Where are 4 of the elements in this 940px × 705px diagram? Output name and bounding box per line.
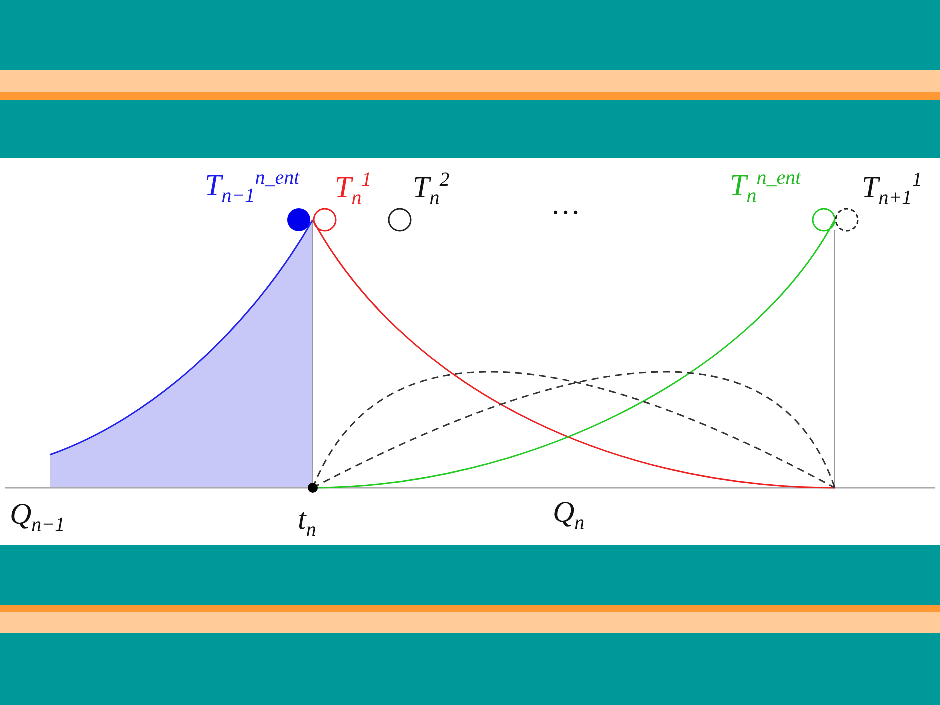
time-point-label: t$_{n}$ [298, 505, 316, 540]
interval-label: Q$_{n}$ [553, 498, 585, 533]
interval-label: Q$_{n−1}$ [10, 500, 66, 535]
ellipsis-label: … [553, 190, 580, 220]
